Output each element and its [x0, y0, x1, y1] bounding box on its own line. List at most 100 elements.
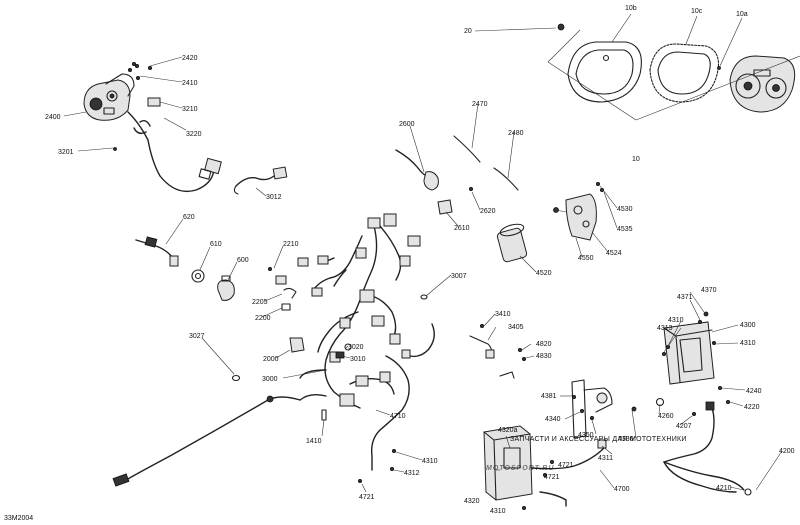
callout-2470: 2470 — [472, 101, 488, 108]
callout-4370: 4370 — [701, 287, 717, 294]
watermark-logo: MOTOSPORT.RU — [486, 465, 554, 472]
screw-4312 — [389, 466, 394, 471]
relay-3010 — [335, 351, 345, 359]
clip-2610 — [437, 199, 453, 215]
screw-4371 — [698, 319, 703, 324]
callout-3010: 3010 — [350, 356, 366, 363]
screw-4310b — [662, 351, 667, 356]
harness-3630 — [401, 323, 435, 359]
callout-4535: 4535 — [617, 226, 633, 233]
diagram-code: 33M2004 — [4, 515, 33, 522]
callout-4830: 4830 — [536, 353, 552, 360]
callout-3220: 3220 — [186, 131, 202, 138]
screw-4220 — [726, 399, 731, 404]
callout-3007: 3007 — [451, 273, 467, 280]
callout-2000: 2000 — [263, 356, 279, 363]
callout-4330: 4330 — [618, 436, 634, 443]
screw-4240 — [718, 385, 723, 390]
cable-4200 — [663, 401, 737, 493]
callout-3410: 3410 — [495, 311, 511, 318]
screw-3201 — [113, 147, 117, 151]
callout-10c: 10c — [691, 8, 703, 15]
callout-4300: 4300 — [740, 322, 756, 329]
callout-4200: 4200 — [779, 448, 795, 455]
callout-4520: 4520 — [536, 270, 552, 277]
ecu-box-4320 — [483, 425, 533, 501]
clip-3210 — [147, 97, 161, 107]
screw-4207 — [692, 411, 697, 416]
bracket-4330 — [571, 379, 613, 439]
callout-4240: 4240 — [746, 388, 762, 395]
screw-4721a — [357, 478, 362, 483]
callout-4700: 4700 — [614, 486, 630, 493]
callout-4312: 4312 — [404, 470, 420, 477]
screw-2620 — [468, 186, 473, 191]
switch-cover-2410 — [105, 64, 139, 97]
callout-3000: 3000 — [262, 376, 278, 383]
callout-20: 20 — [464, 28, 472, 35]
bracket-4300 — [663, 321, 715, 385]
switch-housing-2400 — [83, 79, 131, 121]
callout-3027: 3027 — [189, 333, 205, 340]
callout-4220: 4220 — [744, 404, 760, 411]
harness-3012 — [233, 166, 288, 195]
screw-4310c — [391, 448, 396, 453]
screw-4330 — [631, 406, 637, 412]
screw-10a-small — [717, 66, 721, 70]
callout-4320a: 4320a — [498, 427, 518, 434]
leader-lines — [63, 13, 783, 493]
sensor-2600 — [395, 149, 439, 191]
sensor-620 — [135, 236, 179, 267]
callout-610: 610 — [210, 241, 222, 248]
screw-4340 — [580, 408, 585, 413]
connector-4820 — [499, 347, 523, 379]
callout-4371: 4371 — [677, 294, 693, 301]
callout-4340: 4340 — [545, 416, 561, 423]
callout-3210: 3210 — [182, 106, 198, 113]
callout-2610: 2610 — [454, 225, 470, 232]
callout-4311: 4311 — [598, 455, 613, 462]
callout-4524: 4524 — [606, 250, 622, 257]
callout-2620: 2620 — [480, 208, 496, 215]
callout-4721-b: 4721 — [558, 462, 574, 469]
main-harness-3000 — [297, 213, 421, 471]
callout-4320: 4320 — [464, 498, 480, 505]
switch-600 — [217, 275, 235, 301]
screw-2420c — [135, 76, 140, 81]
callout-3405: 3405 — [508, 324, 524, 331]
hose-2470 — [453, 135, 481, 163]
filter-4520 — [496, 223, 528, 263]
callout-4381: 4381 — [541, 393, 557, 400]
callout-4350: 4350 — [578, 432, 594, 439]
callout-4710: 4710 — [390, 413, 406, 420]
grommet-3007 — [420, 294, 428, 300]
callout-2410: 2410 — [182, 80, 198, 87]
harness-3220-branch — [133, 119, 151, 135]
callout-4310-c: 4310 — [740, 340, 756, 347]
callout-3012: 3012 — [266, 194, 282, 201]
screw-4310a — [712, 340, 717, 345]
harness-4710 — [112, 393, 327, 487]
harness-1410 — [321, 409, 327, 421]
bracket-2000 — [289, 337, 305, 353]
callout-4210: 4210 — [716, 485, 732, 492]
screw-4350 — [590, 415, 595, 420]
cable-4210 — [663, 461, 752, 496]
cluster-bezel-10b — [567, 41, 642, 103]
screw-4381 — [572, 394, 577, 399]
callout-2480: 2480 — [508, 130, 524, 137]
callout-4550: 4550 — [578, 255, 594, 262]
clips-3410-3405 — [469, 323, 495, 359]
cable-4700 — [531, 439, 607, 507]
grommet-3020 — [344, 343, 352, 351]
screw-4720 — [543, 472, 548, 477]
callout-10a: 10a — [736, 11, 748, 18]
clip-2205 — [283, 287, 297, 299]
screw-4310d — [522, 505, 527, 510]
callout-2600: 2600 — [399, 121, 415, 128]
callout-4310-a: 4310 — [422, 458, 438, 465]
callout-620: 620 — [183, 214, 195, 221]
callout-10: 10 — [632, 156, 640, 163]
callout-4310-b: 4310 — [668, 317, 684, 324]
clip-2200 — [281, 303, 291, 311]
